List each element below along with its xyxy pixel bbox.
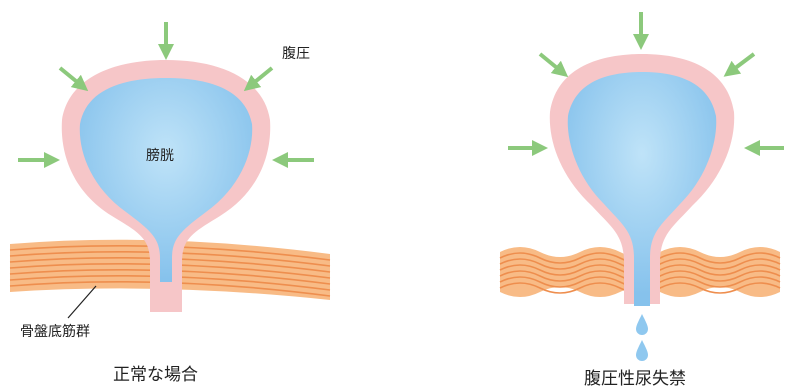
drop-icon [636, 314, 648, 335]
caption-normal: 正常な場合 [113, 365, 198, 385]
label-abdominal-pressure: 腹圧 [282, 45, 310, 62]
arrow-icon [540, 54, 562, 72]
arrow-icon [730, 54, 754, 72]
arrow-icon [250, 68, 272, 86]
urine-drops [636, 314, 648, 361]
incontinence-panel: 腹圧性尿失禁 [500, 12, 784, 389]
label-pelvic-floor-muscles: 骨盤底筋群 [20, 323, 90, 340]
drop-icon [636, 340, 648, 361]
pelvic-floor-pointer [68, 286, 96, 318]
caption-stress-incontinence: 腹圧性尿失禁 [584, 369, 686, 389]
urethra-closed [158, 282, 174, 310]
normal-panel: 腹圧 膀胱 骨盤底筋群 正常な場合 [10, 22, 330, 385]
arrow-icon [60, 68, 82, 86]
label-bladder: 膀胱 [146, 147, 174, 164]
